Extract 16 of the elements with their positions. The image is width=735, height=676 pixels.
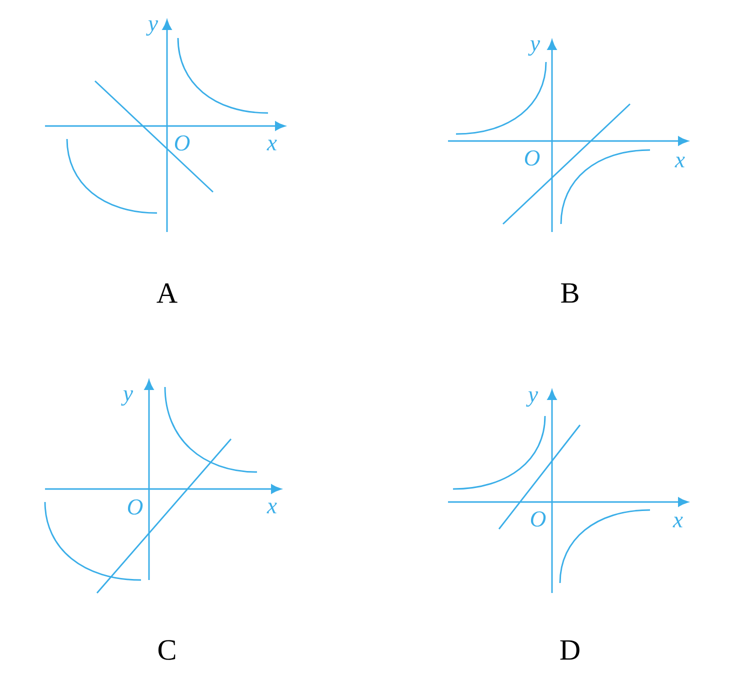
axis-label: y <box>526 391 538 407</box>
origin-label: O <box>524 150 540 166</box>
axis-label: y <box>528 40 540 56</box>
origin-label: O <box>174 135 190 151</box>
axis-label: x <box>266 140 277 150</box>
axis-label: y <box>121 390 134 406</box>
axis-label: x <box>672 516 683 528</box>
origin-label: O <box>530 511 546 527</box>
panel-label: D <box>560 640 580 660</box>
panel-label: C <box>158 640 176 660</box>
panel-label: B <box>561 283 578 303</box>
axis-label: x <box>266 502 277 514</box>
panel-label: A <box>156 283 178 303</box>
axis-label: x <box>674 156 685 168</box>
origin-label: O <box>128 499 143 515</box>
axis-label: y <box>146 20 158 36</box>
